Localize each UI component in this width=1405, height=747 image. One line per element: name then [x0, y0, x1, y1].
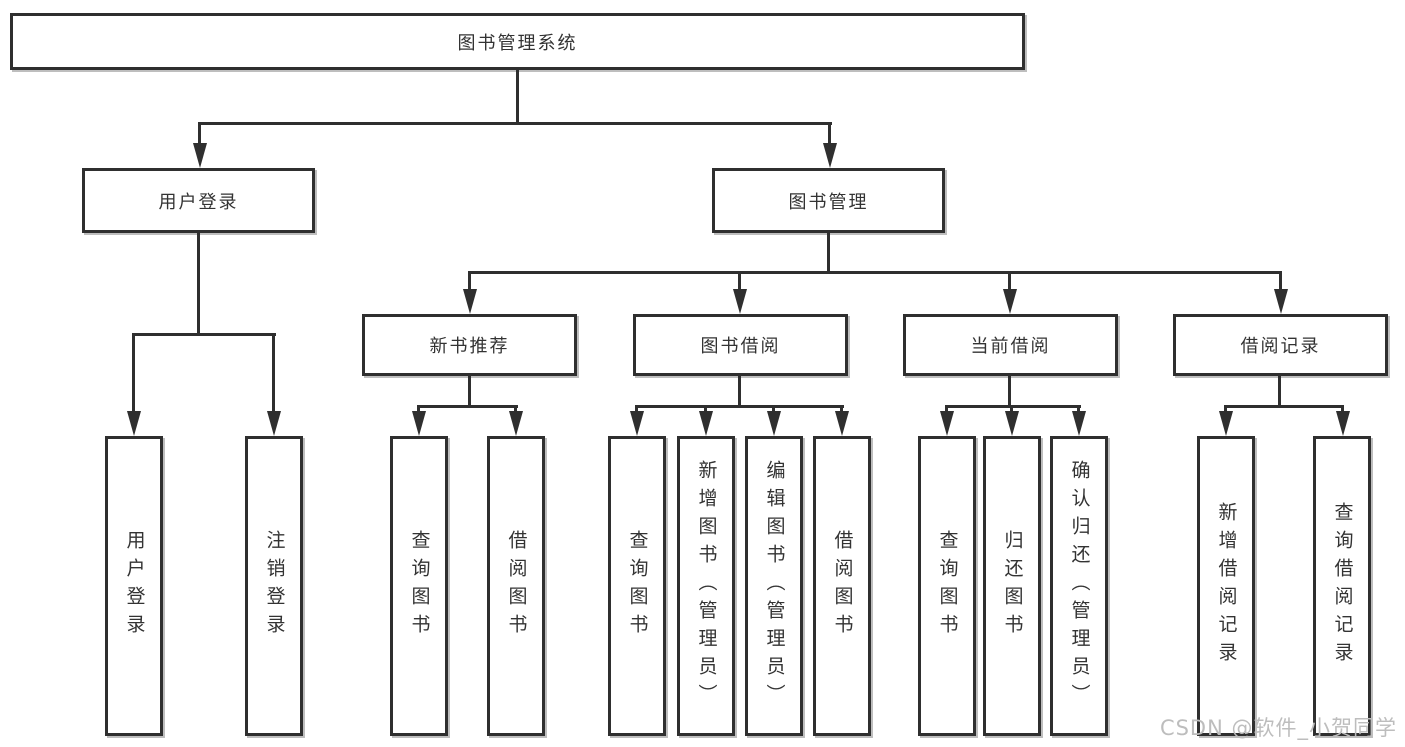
leaf-label: 用户登录 [123, 530, 146, 642]
connector-vline [1278, 376, 1281, 408]
leaf-label: 注销登录 [263, 530, 286, 642]
connector-vline [1008, 271, 1011, 291]
arrow-down-icon [1219, 411, 1233, 436]
arrow-down-icon [630, 411, 644, 436]
node-book-management-system: 图书管理系统 [10, 13, 1025, 70]
leaf-label: 确认归还（管理员） [1068, 460, 1091, 712]
connector-vline [827, 233, 830, 274]
node-label: 用户登录 [158, 191, 239, 213]
connector-vline [1341, 405, 1344, 414]
connector-vline [828, 122, 831, 146]
node-new-book-recommend: 新书推荐 [362, 314, 577, 376]
connector-hline [1225, 405, 1344, 408]
arrow-down-icon [1336, 411, 1350, 436]
connector-hline [468, 271, 1282, 274]
connector-vline [468, 271, 471, 291]
arrow-down-icon [267, 411, 281, 436]
leaf-logout: 注销登录 [245, 436, 303, 736]
connector-vline [840, 405, 843, 414]
leaf-confirm-return-admin: 确认归还（管理员） [1050, 436, 1108, 736]
leaf-label: 归还图书 [1001, 530, 1024, 642]
node-label: 图书管理系统 [457, 32, 578, 54]
leaf-label: 新增图书（管理员） [695, 460, 718, 712]
connector-vline [514, 405, 517, 414]
connector-vline [1224, 405, 1227, 414]
leaf-add-borrow-record: 新增借阅记录 [1197, 436, 1255, 736]
leaf-label: 借阅图书 [505, 530, 528, 642]
arrow-down-icon [193, 143, 207, 168]
leaf-return-books: 归还图书 [983, 436, 1041, 736]
arrow-down-icon [463, 289, 477, 314]
arrow-down-icon [1003, 289, 1017, 314]
leaf-label: 借阅图书 [831, 530, 854, 642]
arrow-down-icon [733, 289, 747, 314]
node-label: 借阅记录 [1240, 336, 1321, 357]
leaf-borrow-books: 借阅图书 [487, 436, 545, 736]
connector-hline [946, 405, 1081, 408]
arrow-down-icon [823, 143, 837, 168]
arrow-down-icon [509, 411, 523, 436]
arrow-down-icon [940, 411, 954, 436]
arrow-down-icon [412, 411, 426, 436]
leaf-label: 查询图书 [936, 530, 959, 642]
connector-hline [418, 405, 518, 408]
node-label: 图书借阅 [700, 336, 781, 357]
connector-vline [945, 405, 948, 414]
node-label: 新书推荐 [429, 336, 510, 357]
leaf-user-login: 用户登录 [105, 436, 163, 736]
leaf-label: 新增借阅记录 [1215, 502, 1238, 670]
arrow-down-icon [1072, 411, 1086, 436]
connector-hline [133, 333, 276, 336]
node-borrow-records: 借阅记录 [1173, 314, 1388, 376]
leaf-query-books: 查询图书 [918, 436, 976, 736]
connector-vline [417, 405, 420, 414]
arrow-down-icon [767, 411, 781, 436]
node-current-borrow: 当前借阅 [903, 314, 1118, 376]
connector-vline [132, 333, 135, 412]
connector-hline [636, 405, 844, 408]
connector-vline [272, 333, 275, 412]
node-book-management: 图书管理 [712, 168, 945, 233]
arrow-down-icon [127, 411, 141, 436]
leaf-query-borrow-record: 查询借阅记录 [1313, 436, 1371, 736]
arrow-down-icon [1005, 411, 1019, 436]
connector-vline [1077, 405, 1080, 414]
node-label: 当前借阅 [970, 336, 1051, 357]
connector-vline [1010, 405, 1013, 414]
connector-vline [635, 405, 638, 414]
connector-vline [704, 405, 707, 414]
arrow-down-icon [1274, 289, 1288, 314]
leaf-label: 查询借阅记录 [1331, 502, 1354, 670]
connector-vline [468, 376, 471, 408]
connector-vline [772, 405, 775, 414]
leaf-add-books-admin: 新增图书（管理员） [677, 436, 735, 736]
leaf-label: 查询图书 [408, 530, 431, 642]
node-user-login: 用户登录 [82, 168, 315, 233]
connector-vline [1279, 271, 1282, 291]
connector-vline [738, 271, 741, 291]
leaf-borrow-books: 借阅图书 [813, 436, 871, 736]
node-label: 图书管理 [788, 191, 869, 213]
connector-vline [516, 70, 519, 122]
connector-hline [199, 122, 832, 125]
leaf-label: 查询图书 [626, 530, 649, 642]
node-book-borrow: 图书借阅 [633, 314, 848, 376]
connector-vline [1008, 376, 1011, 408]
leaf-query-books: 查询图书 [390, 436, 448, 736]
connector-vline [197, 233, 200, 336]
connector-vline [198, 122, 201, 146]
arrow-down-icon [699, 411, 713, 436]
arrow-down-icon [835, 411, 849, 436]
leaf-query-books: 查询图书 [608, 436, 666, 736]
csdn-watermark: CSDN @软件_小贺同学 [1159, 716, 1397, 740]
connector-vline [738, 376, 741, 408]
leaf-edit-books-admin: 编辑图书（管理员） [745, 436, 803, 736]
leaf-label: 编辑图书（管理员） [763, 460, 786, 712]
